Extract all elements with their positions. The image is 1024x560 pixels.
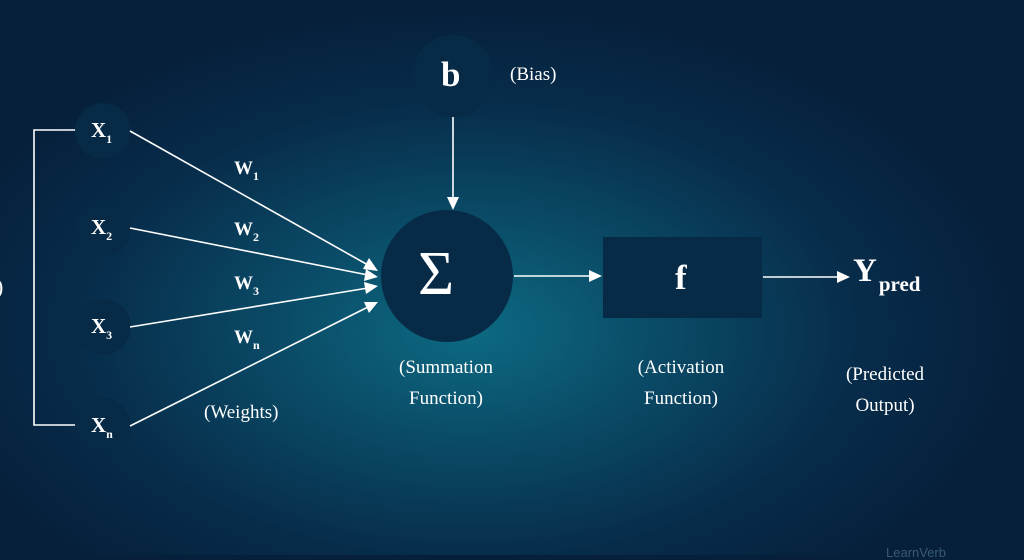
activation-symbol: f: [675, 258, 687, 297]
output-base: Y: [853, 253, 877, 289]
summation-arrowhead: [589, 270, 602, 282]
arrowhead-xn: [364, 302, 378, 313]
input-node-xn: [75, 398, 131, 454]
input-node-x3: [75, 299, 131, 355]
summation-caption: (Summation Function): [385, 352, 507, 414]
weight-label-wn: Wn: [234, 327, 260, 352]
arrowhead-x2: [364, 269, 378, 281]
summation-caption-line2: Function): [409, 388, 483, 409]
input-node-x1: [75, 103, 131, 159]
activation-caption-line2: Function): [644, 388, 718, 409]
connection-x3: [129, 287, 369, 328]
connection-x1: [129, 130, 369, 266]
bias-arrowhead: [447, 197, 459, 210]
input-label-xn: Xn: [91, 413, 113, 441]
summation-node: [381, 210, 513, 342]
arrowhead-x1: [363, 258, 378, 271]
bias-node: [412, 35, 494, 117]
input-label-x2: X2: [91, 215, 113, 243]
weight-label-w2: W2: [234, 219, 259, 244]
watermark-text: LearnVerb: [886, 545, 946, 560]
weights-caption: (Weights): [204, 402, 279, 423]
output-subscript: pred: [878, 272, 921, 296]
connection-xn: [129, 306, 369, 427]
activation-caption: (Activation Function): [620, 352, 742, 414]
activation-caption-line1: (Activation: [637, 357, 725, 378]
input-bracket: [33, 129, 78, 426]
summation-symbol: Σ: [418, 240, 455, 308]
output-arrowhead: [837, 271, 850, 283]
bias-caption: (Bias): [510, 64, 557, 85]
weight-label-w3: W3: [234, 273, 259, 298]
output-caption-line1: (Predicted: [845, 364, 925, 385]
input-label-x1: X1: [91, 118, 113, 146]
input-node-x2: [75, 200, 131, 256]
arrowhead-x3: [364, 282, 378, 294]
bias-symbol: b: [441, 55, 461, 94]
activation-box: [603, 237, 762, 318]
weight-label-w1: W1: [234, 158, 259, 183]
connection-x2: [129, 227, 369, 276]
summation-caption-line1: (Summation: [399, 357, 493, 378]
left-edge-glyph: ): [0, 274, 3, 300]
output-label: Ypred: [853, 253, 920, 296]
output-caption-line2: Output): [855, 395, 915, 416]
output-caption: (Predicted Output): [824, 359, 946, 421]
input-label-x3: X3: [91, 314, 113, 342]
